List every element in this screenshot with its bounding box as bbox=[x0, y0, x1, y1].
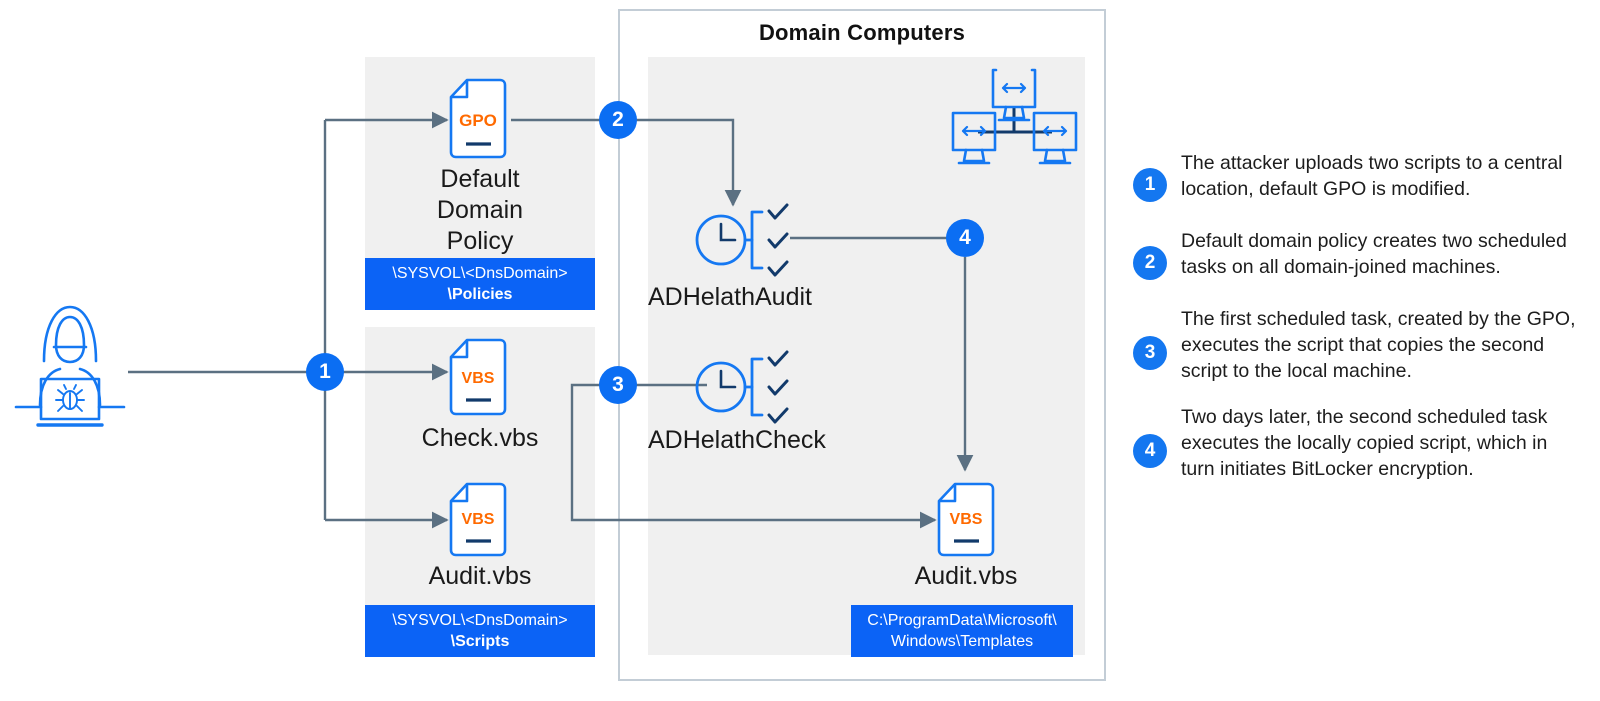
legend-number-4: 4 bbox=[1133, 434, 1167, 468]
domain-computers-network-icon bbox=[951, 68, 1078, 165]
legend-text-1: The attacker uploads two scripts to a ce… bbox=[1181, 152, 1563, 200]
panel-title: Domain Computers bbox=[758, 20, 966, 45]
step-marker-2[interactable]: 2 bbox=[599, 101, 637, 139]
connector-step2-to-task-audit bbox=[636, 118, 742, 207]
legend-number-1: 1 bbox=[1133, 168, 1167, 202]
legend-text-3: The first scheduled task, created by the… bbox=[1181, 308, 1576, 382]
connector-step3-elbow-to-local-audit bbox=[570, 383, 937, 529]
hacker-laptop-icon bbox=[14, 305, 126, 427]
svg-text:GPO: GPO bbox=[459, 111, 497, 130]
node-label-audit-vbs: Audit.vbs bbox=[428, 562, 532, 590]
legend-item-3: 3 The first scheduled task, created by t… bbox=[1133, 306, 1583, 384]
path-badge-policies: \SYSVOL\<DnsDomain> \Policies bbox=[365, 258, 595, 310]
node-label-default-domain-policy: Default Domain Policy bbox=[436, 165, 524, 255]
legend-number-3: 3 bbox=[1133, 336, 1167, 370]
scheduled-task-check-icon bbox=[695, 350, 789, 424]
legend-text-2: Default domain policy creates two schedu… bbox=[1181, 230, 1567, 278]
domain-computers-panel-border bbox=[618, 9, 1106, 681]
legend-item-4: 4 Two days later, the second scheduled t… bbox=[1133, 404, 1583, 482]
step-marker-4[interactable]: 4 bbox=[946, 219, 984, 257]
legend-item-1: 1 The attacker uploads two scripts to a … bbox=[1133, 150, 1583, 208]
svg-text:VBS: VBS bbox=[462, 511, 495, 528]
node-label-check-vbs: Check.vbs bbox=[421, 424, 539, 452]
path-badge-programdata: C:\ProgramData\Microsoft\ Windows\Templa… bbox=[851, 605, 1073, 657]
node-label-adhelathaudit: ADHelathAudit bbox=[648, 283, 812, 311]
svg-text:VBS: VBS bbox=[950, 511, 983, 528]
audit-vbs-document-icon: VBS bbox=[449, 482, 507, 557]
domain-computers-inner-bg bbox=[648, 57, 1085, 655]
node-label-adhelathcheck: ADHelathCheck bbox=[648, 426, 826, 454]
check-vbs-document-icon: VBS bbox=[449, 338, 507, 416]
step-marker-3[interactable]: 3 bbox=[599, 366, 637, 404]
step-marker-1[interactable]: 1 bbox=[306, 353, 344, 391]
audit-vbs-local-document-icon: VBS bbox=[937, 482, 995, 557]
svg-text:VBS: VBS bbox=[462, 370, 495, 387]
path-badge-scripts: \SYSVOL\<DnsDomain> \Scripts bbox=[365, 605, 595, 657]
legend-text-4: Two days later, the second scheduled tas… bbox=[1181, 406, 1548, 480]
scheduled-task-audit-icon bbox=[695, 203, 789, 277]
node-label-audit-vbs-local: Audit.vbs bbox=[914, 562, 1018, 590]
legend-number-2: 2 bbox=[1133, 246, 1167, 280]
legend-item-2: 2 Default domain policy creates two sche… bbox=[1133, 228, 1583, 286]
gpo-document-icon: GPO bbox=[449, 78, 507, 159]
legend: 1 The attacker uploads two scripts to a … bbox=[1133, 150, 1583, 502]
